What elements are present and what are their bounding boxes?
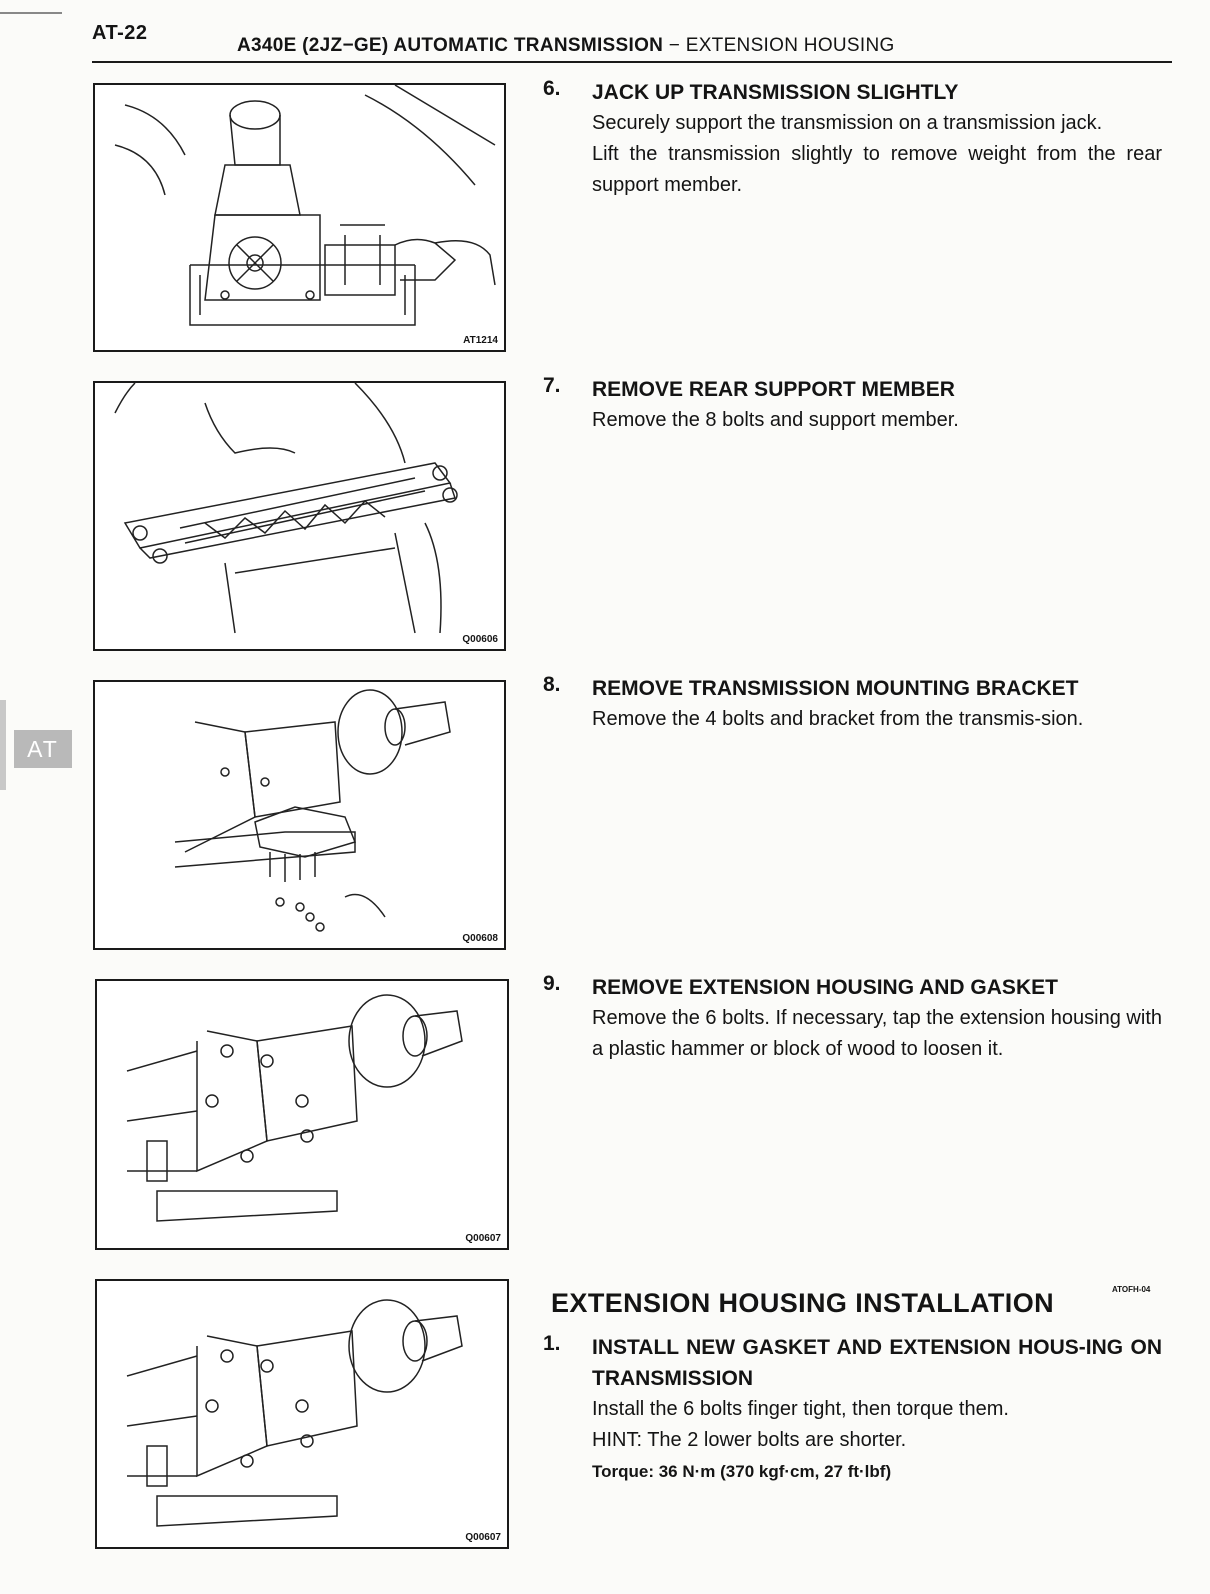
side-tab-edge — [0, 700, 6, 790]
figure-code: Q00607 — [465, 1233, 501, 1244]
side-tab: AT — [14, 730, 72, 768]
header-model: A340E (2JZ−GE) AUTOMATIC TRANSMISSION — [237, 35, 664, 56]
step-heading: REMOVE TRANSMISSION MOUNTING BRACKET — [592, 677, 1079, 700]
figure-mounting-bracket: Q00608 — [93, 680, 506, 950]
step-number: 8. — [543, 673, 561, 696]
figure-code: AT1214 — [463, 335, 498, 346]
figure-code: Q00607 — [465, 1532, 501, 1543]
step-number: 9. — [543, 972, 561, 995]
step-paragraph: Install the 6 bolts finger tight, then t… — [592, 1398, 1009, 1420]
section-title: EXTENSION HOUSING INSTALLATION — [551, 1288, 1055, 1318]
section-code: ATOFH-04 — [1112, 1285, 1151, 1294]
step-6: 6. JACK UP TRANSMISSION SLIGHTLY Securel… — [543, 77, 1163, 237]
step-paragraph: Remove the 8 bolts and support member. — [592, 409, 959, 431]
step-heading: JACK UP TRANSMISSION SLIGHTLY — [592, 81, 959, 104]
step-9: 9. REMOVE EXTENSION HOUSING AND GASKET R… — [543, 972, 1163, 1102]
figure-extension-housing-installation: Q00607 — [95, 1279, 509, 1549]
torque-spec: Torque: 36 N·m (370 kgf·cm, 27 ft·lbf) — [592, 1462, 892, 1481]
page-header: A340E (2JZ−GE) AUTOMATIC TRANSMISSION − … — [237, 35, 895, 57]
step-paragraph: Remove the 4 bolts and bracket from the … — [592, 708, 1084, 730]
step-paragraph: Remove the 6 bolts. If necessary, tap th… — [592, 1007, 1162, 1060]
step-paragraph: Lift the transmission slightly to remove… — [592, 143, 1162, 196]
step-8: 8. REMOVE TRANSMISSION MOUNTING BRACKET … — [543, 673, 1163, 773]
step-paragraph: Securely support the transmission on a t… — [592, 112, 1103, 134]
step-heading: REMOVE REAR SUPPORT MEMBER — [592, 378, 955, 401]
header-rule — [92, 61, 1172, 63]
page-number: AT-22 — [92, 22, 148, 44]
installation-step-1: 1. INSTALL NEW GASKET AND EXTENSION HOUS… — [543, 1332, 1163, 1492]
figure-code: Q00608 — [462, 933, 498, 944]
figure-code: Q00606 — [462, 634, 498, 645]
figure-extension-housing-removal: Q00607 — [95, 979, 509, 1250]
figure-transmission-jack: AT1214 — [93, 83, 506, 352]
header-separator: − — [663, 35, 686, 56]
step-body: Remove the 6 bolts. If necessary, tap th… — [592, 1003, 1162, 1065]
step-body: Securely support the transmission on a t… — [592, 108, 1162, 201]
step-heading: REMOVE EXTENSION HOUSING AND GASKET — [592, 976, 1058, 999]
step-7: 7. REMOVE REAR SUPPORT MEMBER Remove the… — [543, 374, 1163, 444]
step-number: 6. — [543, 77, 561, 100]
step-paragraph: HINT: The 2 lower bolts are shorter. — [592, 1429, 907, 1451]
step-body: Remove the 8 bolts and support member. — [592, 405, 1162, 436]
page-corner-mark — [0, 0, 62, 14]
step-body: Remove the 4 bolts and bracket from the … — [592, 704, 1162, 735]
figure-rear-support-member: Q00606 — [93, 381, 506, 651]
step-number: 1. — [543, 1332, 561, 1355]
step-body: Install the 6 bolts finger tight, then t… — [592, 1394, 1162, 1487]
step-heading: INSTALL NEW GASKET AND EXTENSION HOUS-IN… — [592, 1336, 1162, 1390]
step-number: 7. — [543, 374, 561, 397]
header-section: EXTENSION HOUSING — [685, 35, 895, 56]
